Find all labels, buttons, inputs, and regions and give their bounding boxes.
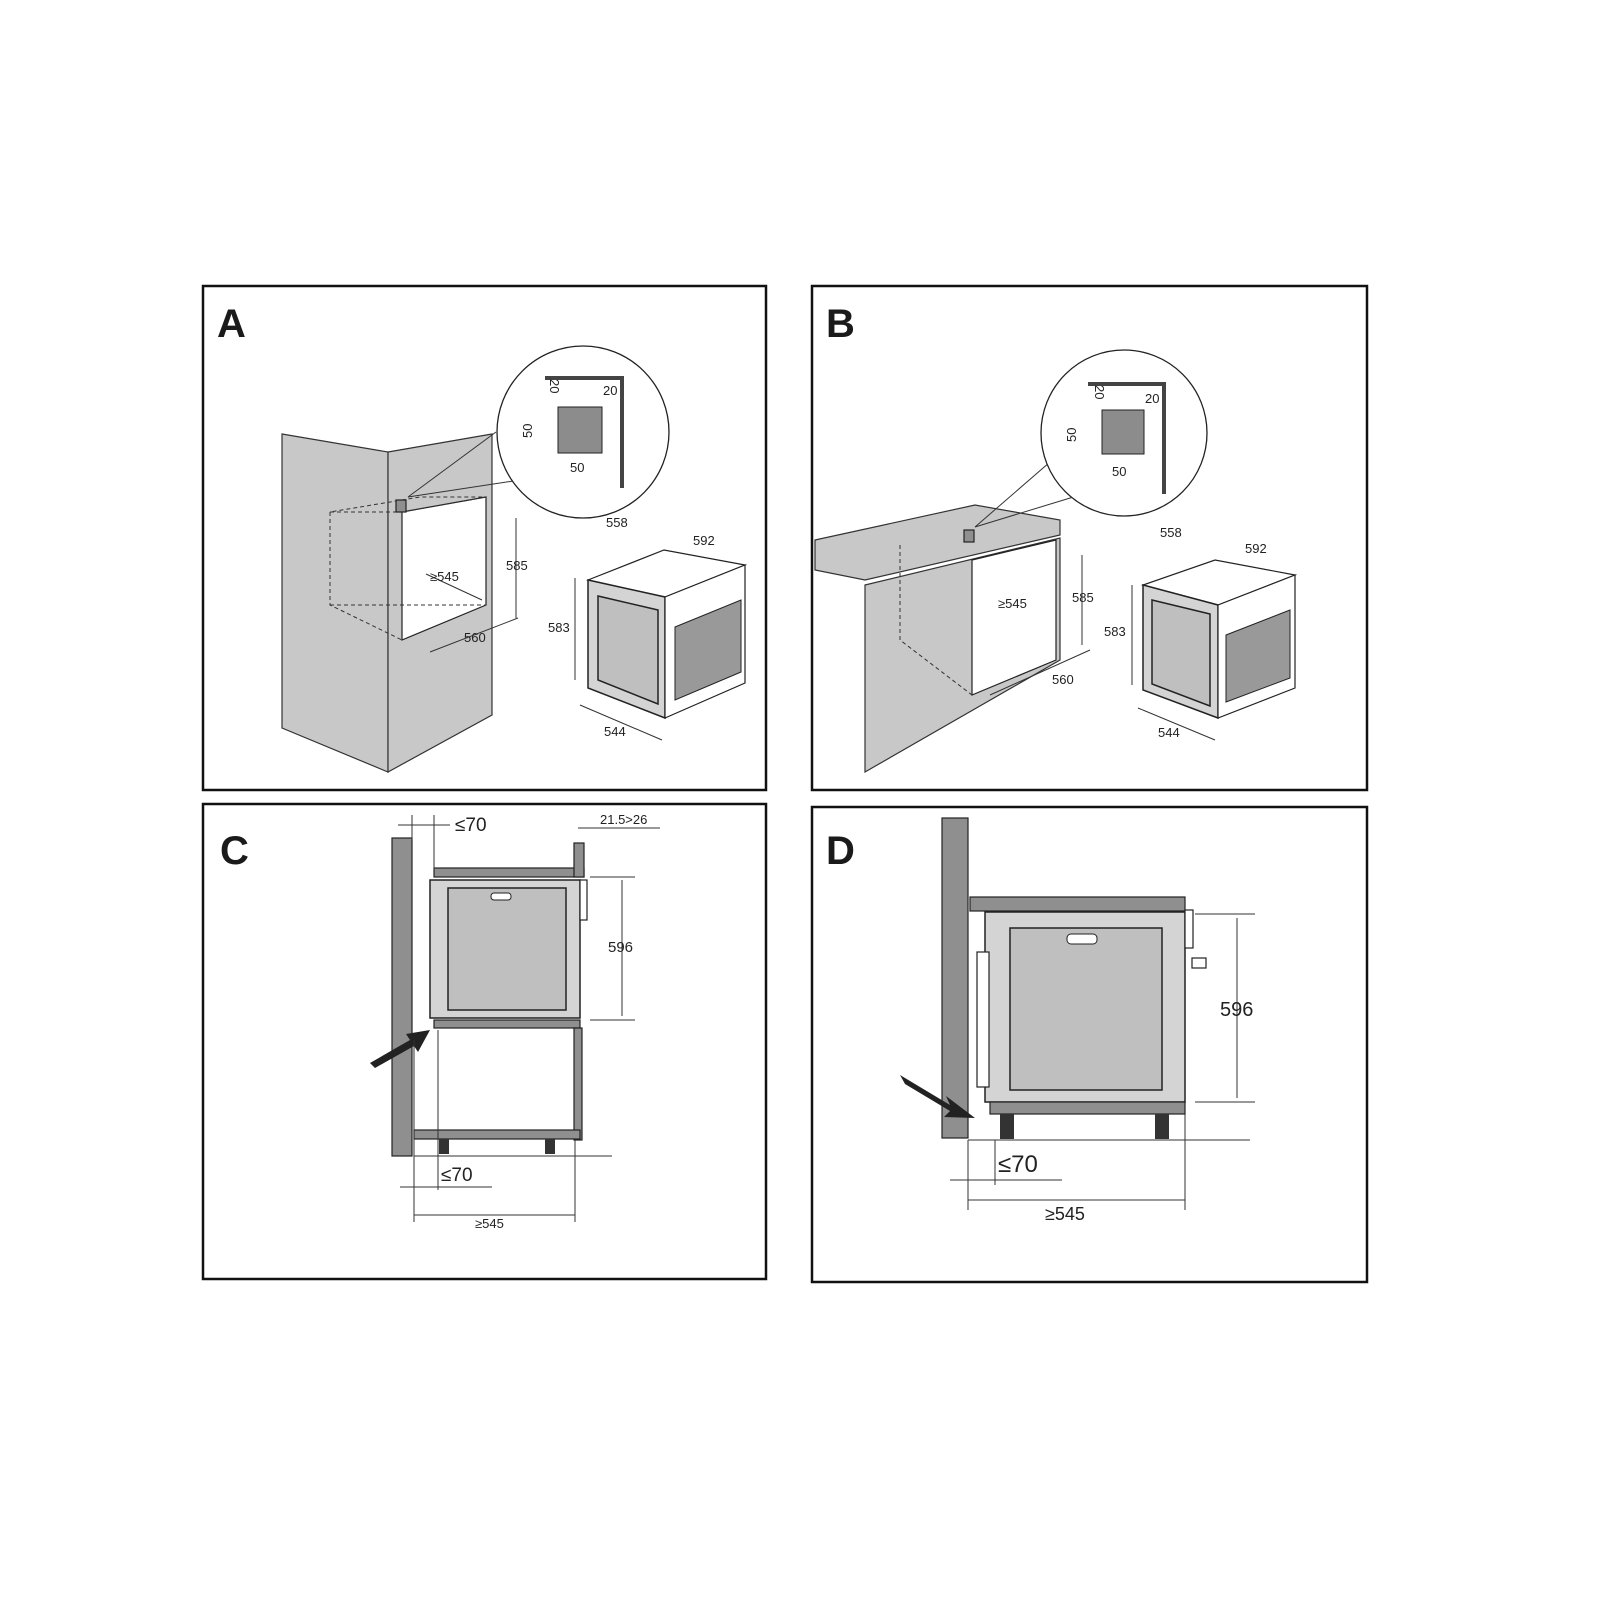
bottom-gap-dim: ≤70 xyxy=(441,1165,473,1186)
foot xyxy=(545,1139,555,1154)
oven-door xyxy=(1009,927,1163,1091)
niche-outline-top xyxy=(329,496,487,513)
oven-depth-dim: 558 xyxy=(1160,525,1182,540)
niche-depth-dim: ≥545 xyxy=(998,596,1027,611)
depth-dim: ≥545 xyxy=(1045,1204,1085,1224)
panel-c-label: C xyxy=(220,829,249,873)
cabinet-bottom xyxy=(413,1129,581,1140)
front-gap-dim: 21.5>26 xyxy=(600,812,647,827)
panel-a-label: A xyxy=(217,302,246,346)
oven-height-dim: 583 xyxy=(1104,624,1126,639)
panel-b: B ≥545 585 560 20 20 50 50 558 592 583 5… xyxy=(810,284,1369,792)
cabinet-front xyxy=(573,1027,583,1141)
door-handle xyxy=(1066,933,1098,945)
door-handle xyxy=(490,892,512,901)
rear-wall xyxy=(391,837,413,1157)
bottom-gap-dim: ≤70 xyxy=(998,1151,1038,1178)
knob xyxy=(1191,957,1207,969)
arrow-icon xyxy=(370,1030,430,1068)
panel-d-frame xyxy=(810,805,1369,1284)
oven-depth-dim: 558 xyxy=(606,515,628,530)
callout-line xyxy=(974,461,1051,528)
top-gap-dim: ≤70 xyxy=(455,815,487,836)
height-dim: 596 xyxy=(1220,999,1253,1021)
detail-top-dim: 20 xyxy=(547,379,562,393)
detail-width-dim: 50 xyxy=(1112,464,1126,479)
height-dim: 596 xyxy=(608,939,633,956)
niche-width-dim: 560 xyxy=(1052,672,1074,687)
callout-line xyxy=(974,494,1081,528)
dim-line xyxy=(579,704,663,741)
oven-width-dim: 592 xyxy=(693,533,715,548)
door-hinge xyxy=(976,951,990,1088)
vent-detail xyxy=(557,406,603,454)
niche-width-dim: 560 xyxy=(464,630,486,645)
foot xyxy=(1155,1114,1169,1139)
oven-door xyxy=(447,887,567,1011)
depth-dim: ≥545 xyxy=(475,1216,504,1231)
base-plinth xyxy=(989,1101,1186,1115)
niche-depth-dim: ≥545 xyxy=(430,569,459,584)
shelf xyxy=(433,1019,581,1029)
dim-line xyxy=(425,573,483,601)
niche-opening xyxy=(971,539,1057,696)
vent-cutout xyxy=(395,499,407,513)
detail-height-dim: 50 xyxy=(1064,428,1079,442)
detail-width-dim: 50 xyxy=(570,460,584,475)
corner-profile xyxy=(545,376,624,488)
oven-bottom-dim: 544 xyxy=(604,724,626,739)
control-panel xyxy=(579,879,588,921)
oven-iso xyxy=(585,549,748,720)
detail-side-dim: 20 xyxy=(1145,391,1159,406)
oven-bottom-dim: 544 xyxy=(1158,725,1180,740)
panel-c-frame xyxy=(201,802,768,1281)
foot xyxy=(439,1139,449,1154)
corner-profile xyxy=(1088,382,1166,494)
niche-height-dim: 585 xyxy=(1072,590,1094,605)
arrow-icon xyxy=(900,1075,975,1118)
countertop xyxy=(814,504,1061,581)
detail-side-dim: 20 xyxy=(603,383,617,398)
rear-wall xyxy=(941,817,969,1139)
niche-height-dim: 585 xyxy=(506,558,528,573)
oven-iso xyxy=(1140,559,1298,720)
oven-width-dim: 592 xyxy=(1245,541,1267,556)
oven-height-dim: 583 xyxy=(548,620,570,635)
vent-cutout xyxy=(963,529,975,543)
panel-a: A ≥545 585 560 20 20 50 50 558 xyxy=(201,284,768,792)
niche-outline xyxy=(899,545,973,696)
front-panel xyxy=(573,842,585,878)
foot xyxy=(1000,1114,1014,1139)
vent-detail xyxy=(1101,409,1145,455)
callout-line xyxy=(407,431,497,498)
top-shelf xyxy=(969,896,1186,912)
detail-height-dim: 50 xyxy=(520,424,535,438)
cabinet-side xyxy=(281,433,389,773)
panel-d: D 596 ≤70 ≥545 xyxy=(810,805,1369,1284)
control-panel xyxy=(1184,909,1194,949)
panel-b-label: B xyxy=(826,302,855,346)
detail-top-dim: 20 xyxy=(1092,385,1107,399)
panel-d-label: D xyxy=(826,829,855,873)
panel-b-frame xyxy=(810,284,1369,792)
panel-a-frame xyxy=(201,284,768,792)
top-shelf xyxy=(433,867,585,878)
dim-line xyxy=(1137,707,1216,741)
callout-line xyxy=(407,479,521,498)
panel-c: C ≤70 21.5>26 596 ≤70 ≥545 xyxy=(201,802,768,1281)
dim-line xyxy=(429,617,519,653)
dim-line xyxy=(989,649,1091,696)
